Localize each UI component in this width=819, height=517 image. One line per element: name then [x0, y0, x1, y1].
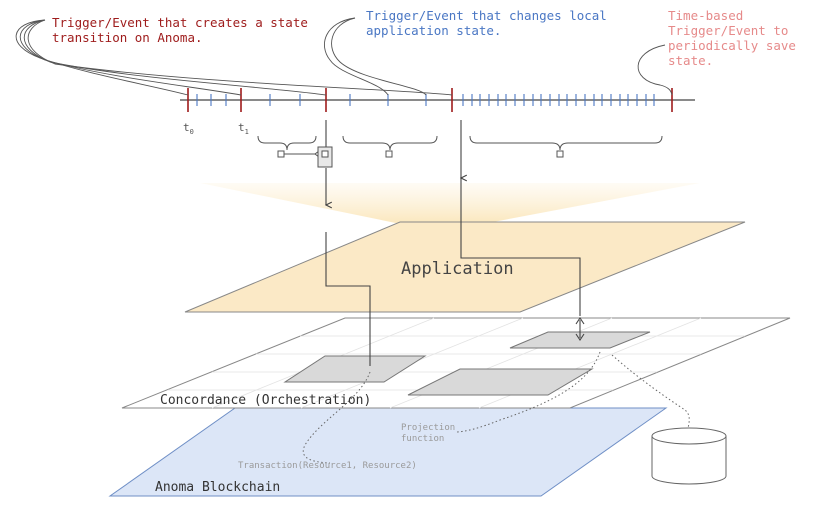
callout-red-3 — [23, 19, 327, 96]
state-box — [385, 150, 393, 158]
annotation-time-based-2: Trigger/Event to — [668, 23, 788, 38]
annotation-time-based-4: state. — [668, 53, 713, 68]
anoma-layer: Anoma Blockchain — [108, 407, 668, 497]
red-ticks — [187, 88, 673, 112]
local-change-through — [460, 178, 581, 316]
concordance-layer: Concordance (Orchestration) — [121, 317, 791, 409]
state-box — [277, 150, 285, 158]
callout-red-4 — [27, 19, 453, 96]
annotation-create-state-2: transition on Anoma. — [52, 30, 203, 45]
callout-blue-1 — [324, 17, 389, 96]
annotation-time-based-1: Time-based — [668, 8, 743, 23]
storage-curve — [611, 354, 690, 429]
connectors — [325, 120, 585, 366]
application-plane — [184, 221, 746, 313]
application-layer: Application — [184, 221, 746, 313]
annotation-time-based-3: periodically save — [668, 38, 796, 53]
annotation-change-local-2: application state. — [366, 23, 501, 38]
transaction-label: Transaction(Resource1, Resource2) — [238, 461, 417, 471]
annotation-change-local-1: Trigger/Event that changes local — [366, 8, 607, 23]
database-icon — [651, 427, 727, 485]
state-box — [556, 150, 564, 158]
brace-1 — [257, 135, 317, 151]
state-box — [321, 150, 329, 158]
callout-pink — [637, 44, 673, 96]
state-boxes — [277, 146, 564, 168]
brace-2 — [342, 135, 438, 151]
callout-blue-2 — [331, 17, 427, 96]
brace-3 — [469, 135, 663, 151]
interval-braces — [257, 135, 663, 151]
projection-beam — [200, 183, 700, 232]
anoma-label: Anoma Blockchain — [155, 480, 280, 495]
concordance-block-1 — [283, 355, 427, 383]
projection-label-1: Projection — [401, 423, 455, 433]
concordance-label: Concordance (Orchestration) — [160, 393, 371, 408]
application-label: Application — [401, 259, 514, 279]
timeline: t0 t1 — [180, 88, 695, 136]
t0-label: t0 — [183, 121, 194, 136]
annotation-create-state-1: Trigger/Event that creates a state — [52, 15, 308, 30]
concordance-block-2 — [407, 368, 594, 396]
transaction-curve — [302, 371, 371, 464]
t1-label: t1 — [238, 121, 249, 136]
callout-lines — [15, 17, 673, 96]
dotted-links — [302, 351, 690, 464]
local-event-ticks — [196, 94, 655, 106]
projection-label-2: function — [401, 434, 444, 444]
anoma-transition-through — [325, 232, 371, 366]
